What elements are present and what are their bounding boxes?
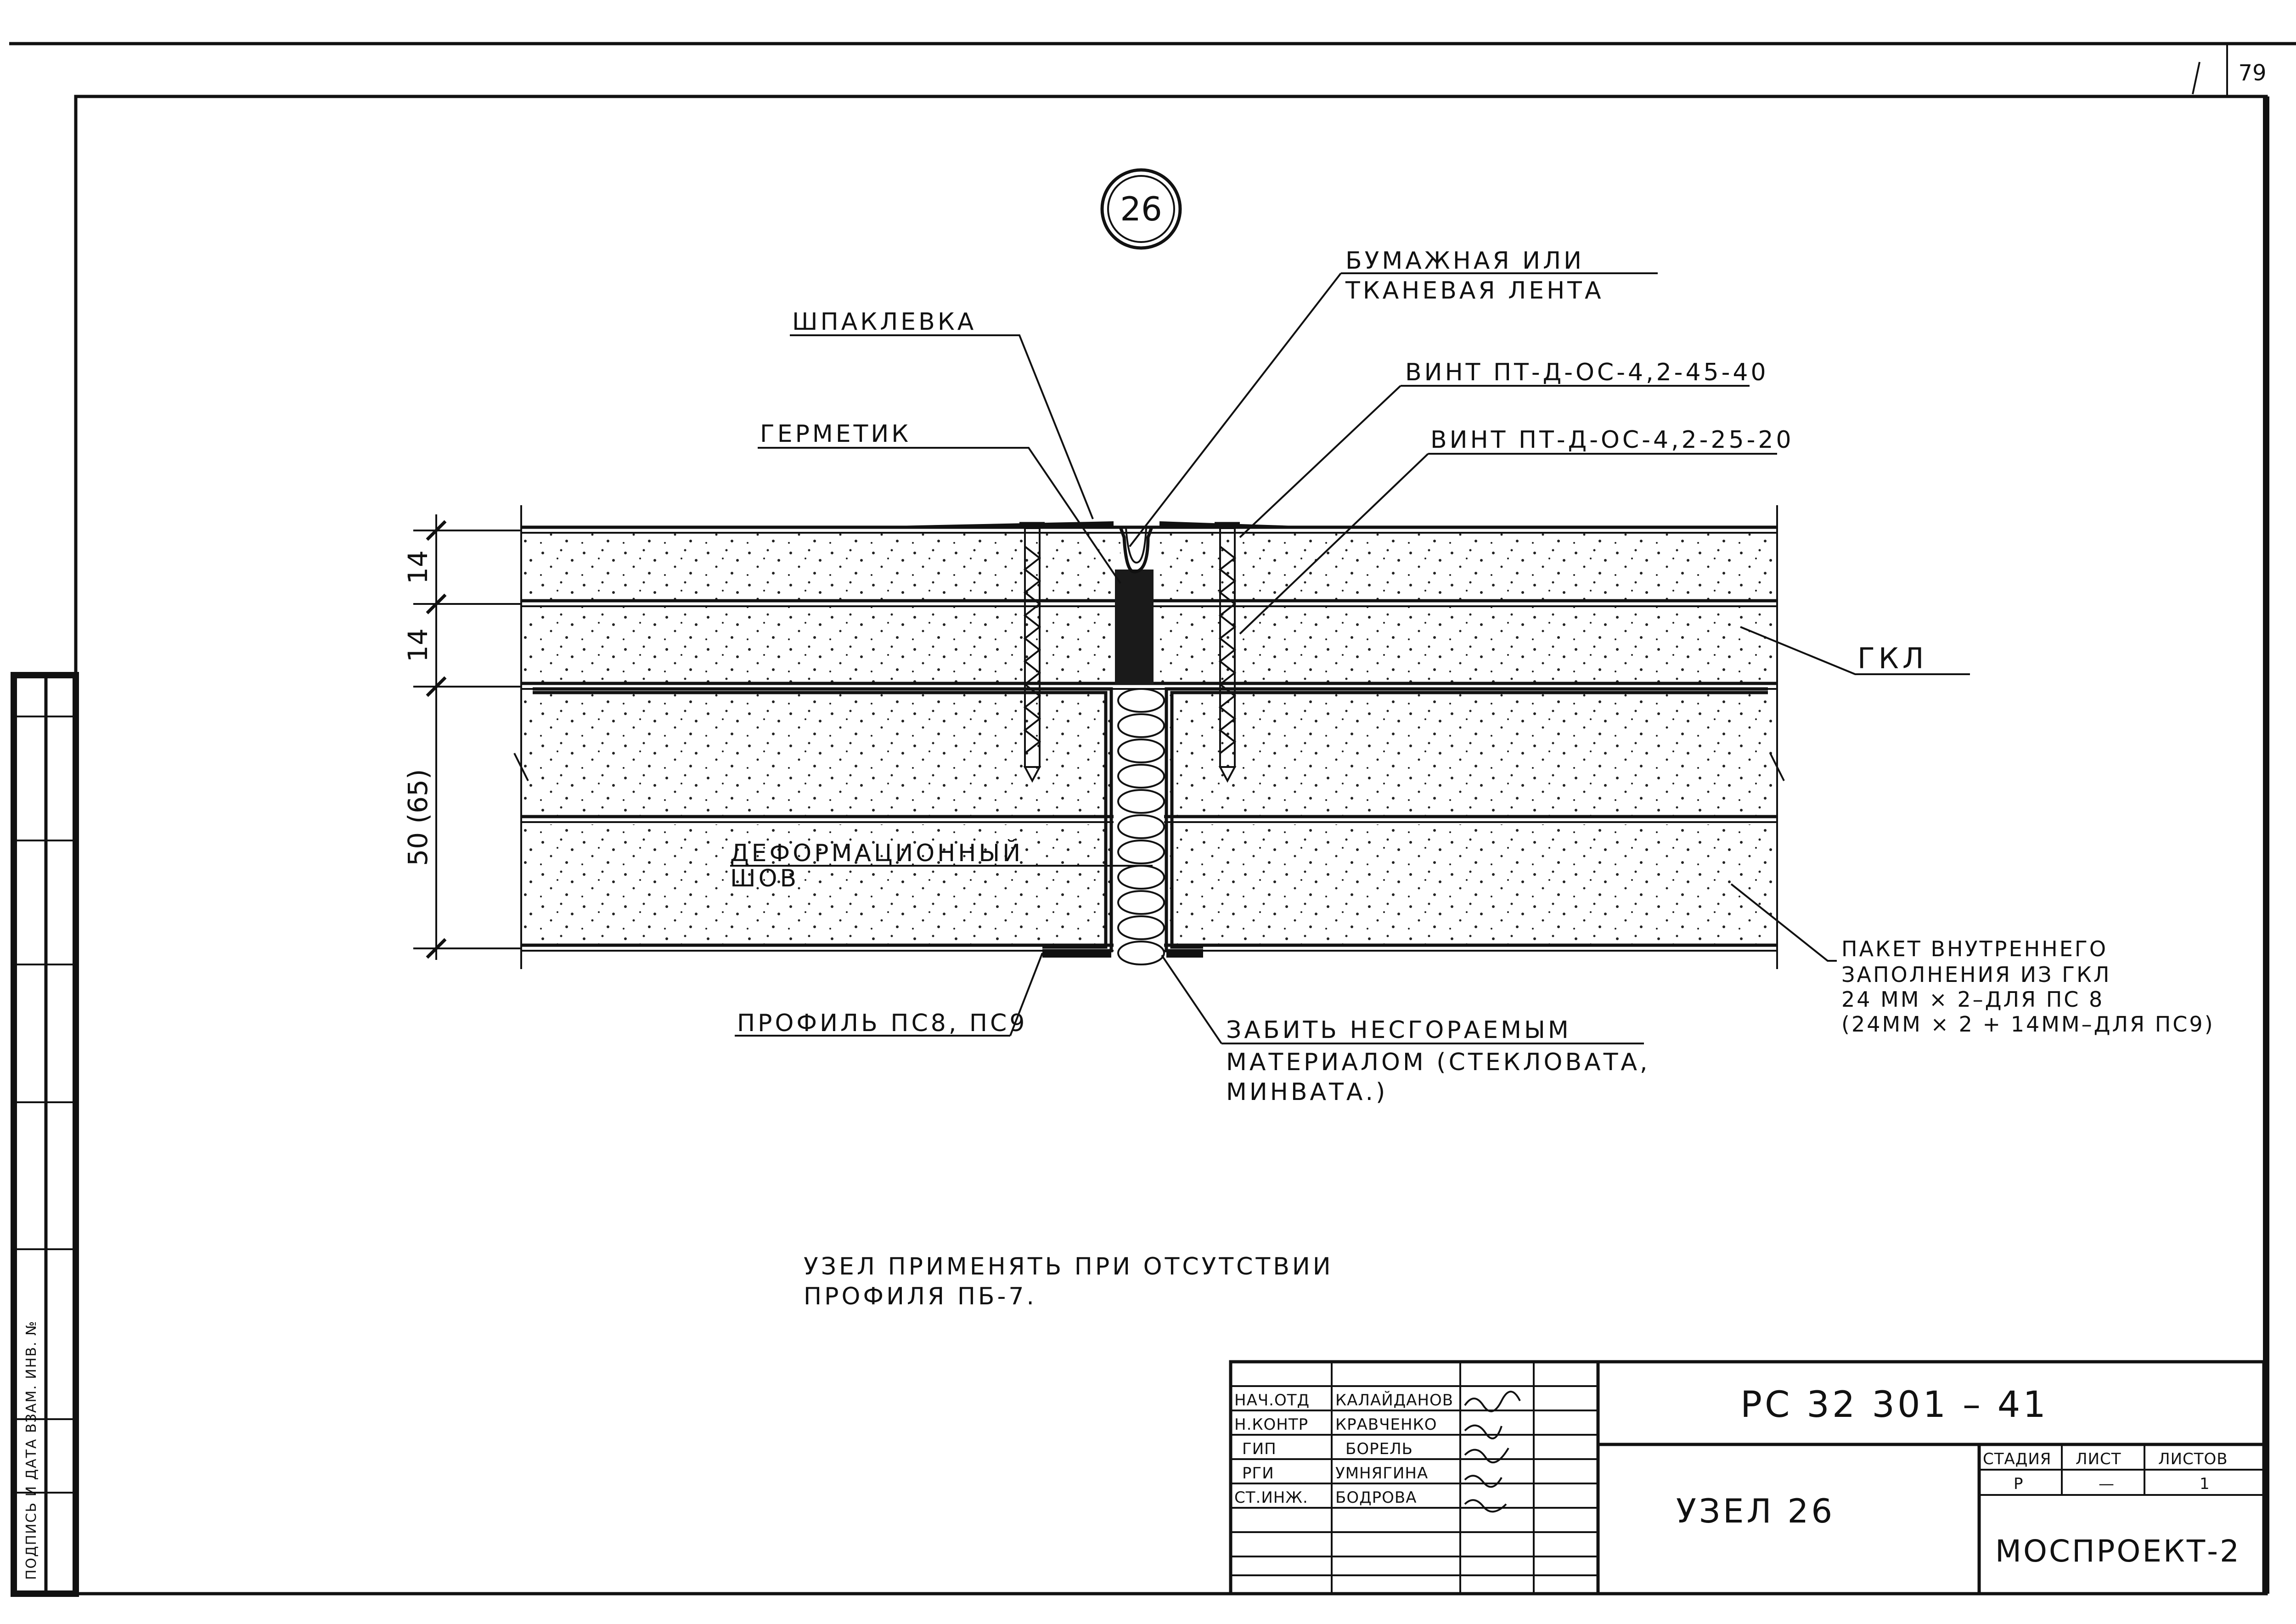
sheet-title: УЗЕЛ 26 [1676, 1492, 1835, 1530]
expansion-joint [895, 521, 1295, 965]
note-line1: УЗЕЛ ПРИМЕНЯТЬ ПРИ ОТСУТСТВИИ [804, 1253, 1334, 1280]
sheet-value: — [2099, 1475, 2115, 1493]
stage-header: СТАДИЯ [1983, 1450, 2051, 1468]
callout-infill-line2: ЗАПОЛНЕНИЯ ИЗ ГКЛ [1841, 962, 2111, 987]
sheets-header: ЛИСТОВ [2158, 1450, 2228, 1468]
callout-tape-line2: ТКАНЕВАЯ ЛЕНТА [1345, 277, 1604, 304]
right-board-top [1155, 530, 1775, 599]
signature-marks [1464, 1391, 1521, 1513]
callout-profile: ПРОФИЛЬ ПС8, ПС9 [737, 1009, 1027, 1037]
document-code: РС 32 301 – 41 [1740, 1384, 2048, 1426]
tb-role-5: СТ.ИНЖ. [1234, 1489, 1308, 1507]
dimension-layer2: 14 [402, 628, 433, 662]
callout-infill-line4: (24ММ × 2 + 14ММ–ДЛЯ ПС9) [1841, 1012, 2215, 1037]
screw-right [1215, 522, 1240, 783]
tb-role-4: РГИ [1242, 1464, 1274, 1483]
callout-sealant: ГЕРМЕТИК [760, 420, 911, 448]
callout-fill-line1: ЗАБИТЬ НЕСГОРАЕМЫМ [1226, 1016, 1571, 1044]
tb-role-3: ГИП [1242, 1440, 1277, 1458]
callout-leaders [730, 272, 1970, 1044]
callout-screw-2: ВИНТ ПТ-Д-ОС-4,2-25-20 [1430, 426, 1794, 454]
sealant-block [1115, 570, 1154, 684]
title-block [1229, 1360, 2266, 1596]
callout-infill-line1: ПАКЕТ ВНУТРЕННЕГО [1841, 936, 2108, 961]
callout-putty: ШПАКЛЕВКА [792, 308, 976, 336]
right-infill-upper [1166, 691, 1775, 815]
screw-left [1019, 522, 1045, 783]
callout-fill-line3: МИНВАТА.) [1226, 1078, 1388, 1106]
left-board-top [523, 530, 1120, 599]
dimension-layer1: 14 [402, 550, 433, 584]
organization: МОСПРОЕКТ-2 [1995, 1534, 2241, 1569]
left-infill-lower [523, 824, 1111, 946]
callout-gkl: ГКЛ [1857, 642, 1927, 675]
sheets-value: 1 [2200, 1475, 2210, 1493]
steel-profiles [533, 687, 1768, 958]
tb-name-4: УМНЯГИНА [1335, 1464, 1428, 1483]
node-number-circle [1100, 168, 1182, 250]
callout-fill-line2: МАТЕРИАЛОМ (СТЕКЛОВАТА, [1226, 1049, 1650, 1076]
tb-role-2: Н.КОНТР [1234, 1415, 1308, 1434]
left-board-second [523, 606, 1120, 682]
dimension-core: 50 (65) [402, 769, 433, 866]
note-line2: ПРОФИЛЯ ПБ-7. [804, 1283, 1037, 1310]
sheet-header: ЛИСТ [2076, 1450, 2122, 1468]
right-board-second [1155, 606, 1775, 682]
tb-role-1: НАЧ.ОТД [1234, 1391, 1310, 1410]
tb-name-2: КРАВЧЕНКО [1335, 1415, 1437, 1434]
callout-joint-line2: ШОВ [730, 865, 799, 892]
callout-tape-line1: БУМАЖНАЯ ИЛИ [1345, 247, 1584, 275]
right-infill-lower [1166, 824, 1775, 946]
board-layers [520, 505, 1778, 969]
tb-name-5: БОДРОВА [1335, 1489, 1417, 1507]
stage-value: Р [2014, 1475, 2024, 1493]
tb-name-3: БОРЕЛЬ [1345, 1440, 1413, 1458]
side-stamp-strip [11, 672, 79, 1597]
side-stamp-text: ПОДПИСЬ И ДАТА ВЗАМ. ИНВ. № [23, 1320, 39, 1580]
page-number: 79 [2238, 60, 2266, 86]
left-infill-upper [523, 691, 1111, 815]
tb-name-1: КАЛАЙДАНОВ [1335, 1391, 1453, 1410]
callout-screw-1: ВИНТ ПТ-Д-ОС-4,2-45-40 [1405, 359, 1769, 386]
callout-infill-line3: 24 ММ × 2–ДЛЯ ПС 8 [1841, 987, 2104, 1012]
node-number: 26 [1120, 190, 1162, 228]
putty-wedge-left [895, 521, 1114, 528]
dimension-chain [413, 514, 521, 960]
callout-joint-line1: ДЕФОРМАЦИОННЫЙ [730, 839, 1023, 867]
